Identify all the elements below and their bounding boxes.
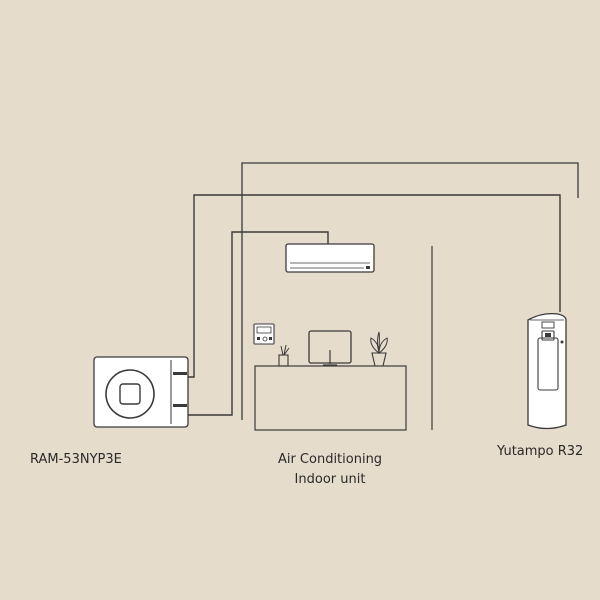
indoor-unit-label: Air Conditioning Indoor unit <box>255 450 405 490</box>
indoor-unit-label-line2: Indoor unit <box>294 472 366 487</box>
pipe-to-water-heater <box>188 194 561 378</box>
outdoor-unit <box>93 356 189 428</box>
water-heater-label: Yutampo R32 <box>497 444 584 459</box>
pipe-to-indoor-unit <box>188 231 329 416</box>
outdoor-unit-label: RAM-53NYP3E <box>30 452 122 467</box>
monitor <box>308 330 352 366</box>
desk <box>254 365 407 431</box>
small-plant-icon <box>278 344 290 367</box>
potted-plant-icon <box>370 331 388 367</box>
indoor-unit-label-line1: Air Conditioning <box>277 452 383 467</box>
wall-controller <box>253 323 275 345</box>
water-heater-tank <box>527 312 567 430</box>
indoor-ac-unit <box>285 243 375 273</box>
building-outline <box>241 162 579 420</box>
